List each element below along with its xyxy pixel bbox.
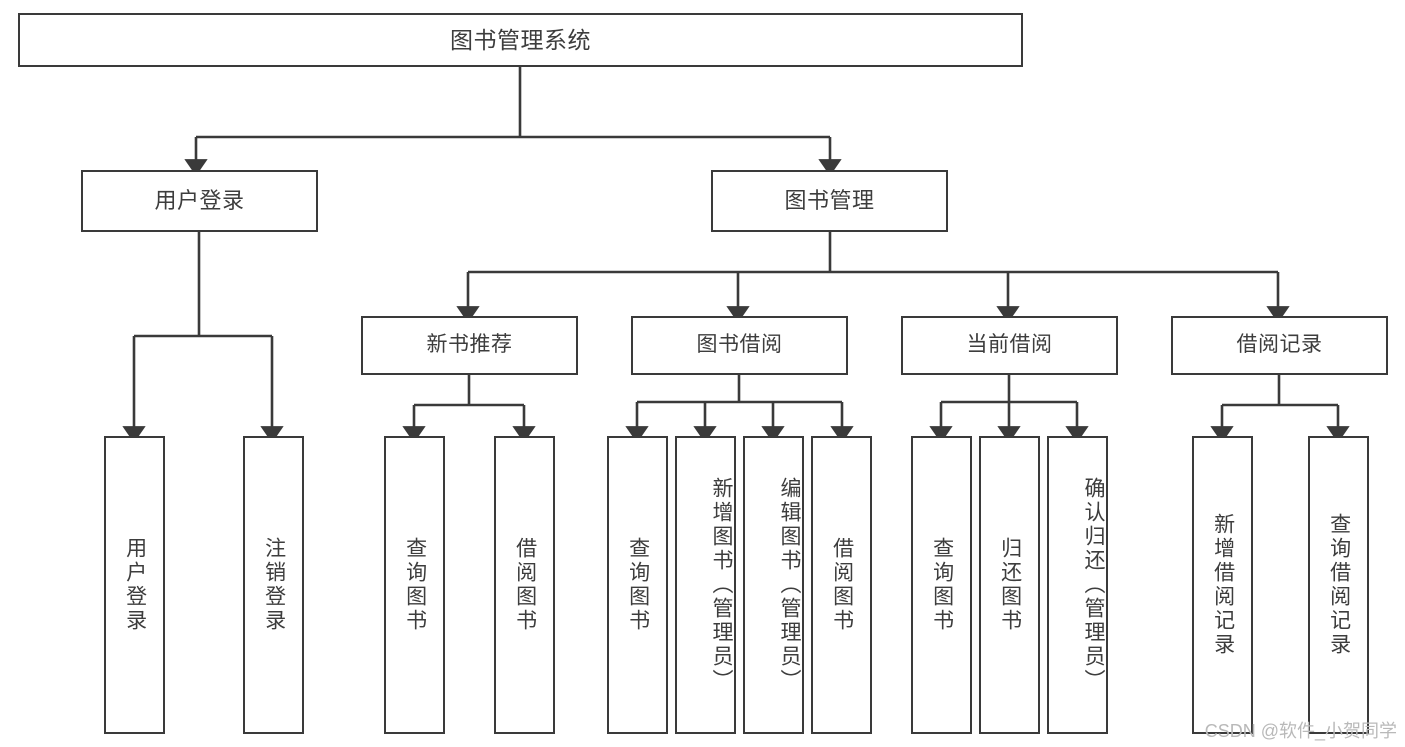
node-leaf-cur-return[interactable]: 归还图书 [979, 436, 1040, 734]
node-new-book-rec-label: 新书推荐 [426, 333, 513, 357]
node-book-borrow-label: 图书借阅 [696, 333, 783, 357]
node-user-login-label: 用户登录 [154, 188, 245, 214]
node-current-borrow[interactable]: 当前借阅 [901, 316, 1118, 375]
node-book-borrow[interactable]: 图书借阅 [631, 316, 848, 375]
node-leaf-record-search-label: 查询借阅记录 [1327, 513, 1351, 657]
node-leaf-rec-borrow[interactable]: 借阅图书 [494, 436, 555, 734]
csdn-watermark: CSDN @软件_小贺同学 [1204, 721, 1397, 741]
node-root[interactable]: 图书管理系统 [18, 13, 1023, 67]
node-leaf-user-logout[interactable]: 注销登录 [243, 436, 304, 734]
node-leaf-borrow-lend[interactable]: 借阅图书 [811, 436, 872, 734]
node-leaf-record-add-label: 新增借阅记录 [1211, 513, 1235, 657]
node-leaf-borrow-lend-label: 借阅图书 [830, 537, 854, 633]
node-root-label: 图书管理系统 [450, 26, 591, 53]
node-leaf-borrow-edit-label: 编辑图书（管理员） [778, 477, 801, 693]
node-leaf-cur-confirm-label: 确认归还（管理员） [1082, 477, 1105, 693]
node-leaf-borrow-query-label: 查询图书 [626, 537, 650, 633]
node-new-book-rec[interactable]: 新书推荐 [361, 316, 578, 375]
node-leaf-borrow-query[interactable]: 查询图书 [607, 436, 668, 734]
node-leaf-user-login-label: 用户登录 [123, 537, 147, 633]
node-leaf-borrow-add[interactable]: 新增图书（管理员） [675, 436, 736, 734]
node-leaf-borrow-edit[interactable]: 编辑图书（管理员） [743, 436, 804, 734]
node-leaf-user-logout-label: 注销登录 [262, 537, 286, 633]
node-leaf-cur-return-label: 归还图书 [998, 537, 1022, 633]
node-borrow-record-label: 借阅记录 [1236, 333, 1323, 357]
node-leaf-record-search[interactable]: 查询借阅记录 [1308, 436, 1369, 734]
node-leaf-borrow-add-label: 新增图书（管理员） [710, 477, 733, 693]
node-book-manage[interactable]: 图书管理 [711, 170, 948, 232]
node-current-borrow-label: 当前借阅 [966, 333, 1053, 357]
node-leaf-rec-query-label: 查询图书 [403, 537, 427, 633]
node-leaf-cur-query[interactable]: 查询图书 [911, 436, 972, 734]
node-leaf-user-login[interactable]: 用户登录 [104, 436, 165, 734]
node-leaf-rec-query[interactable]: 查询图书 [384, 436, 445, 734]
node-leaf-rec-borrow-label: 借阅图书 [513, 537, 537, 633]
node-user-login[interactable]: 用户登录 [81, 170, 318, 232]
node-book-manage-label: 图书管理 [784, 188, 875, 214]
node-leaf-cur-confirm[interactable]: 确认归还（管理员） [1047, 436, 1108, 734]
node-borrow-record[interactable]: 借阅记录 [1171, 316, 1388, 375]
node-leaf-record-add[interactable]: 新增借阅记录 [1192, 436, 1253, 734]
node-leaf-cur-query-label: 查询图书 [930, 537, 954, 633]
